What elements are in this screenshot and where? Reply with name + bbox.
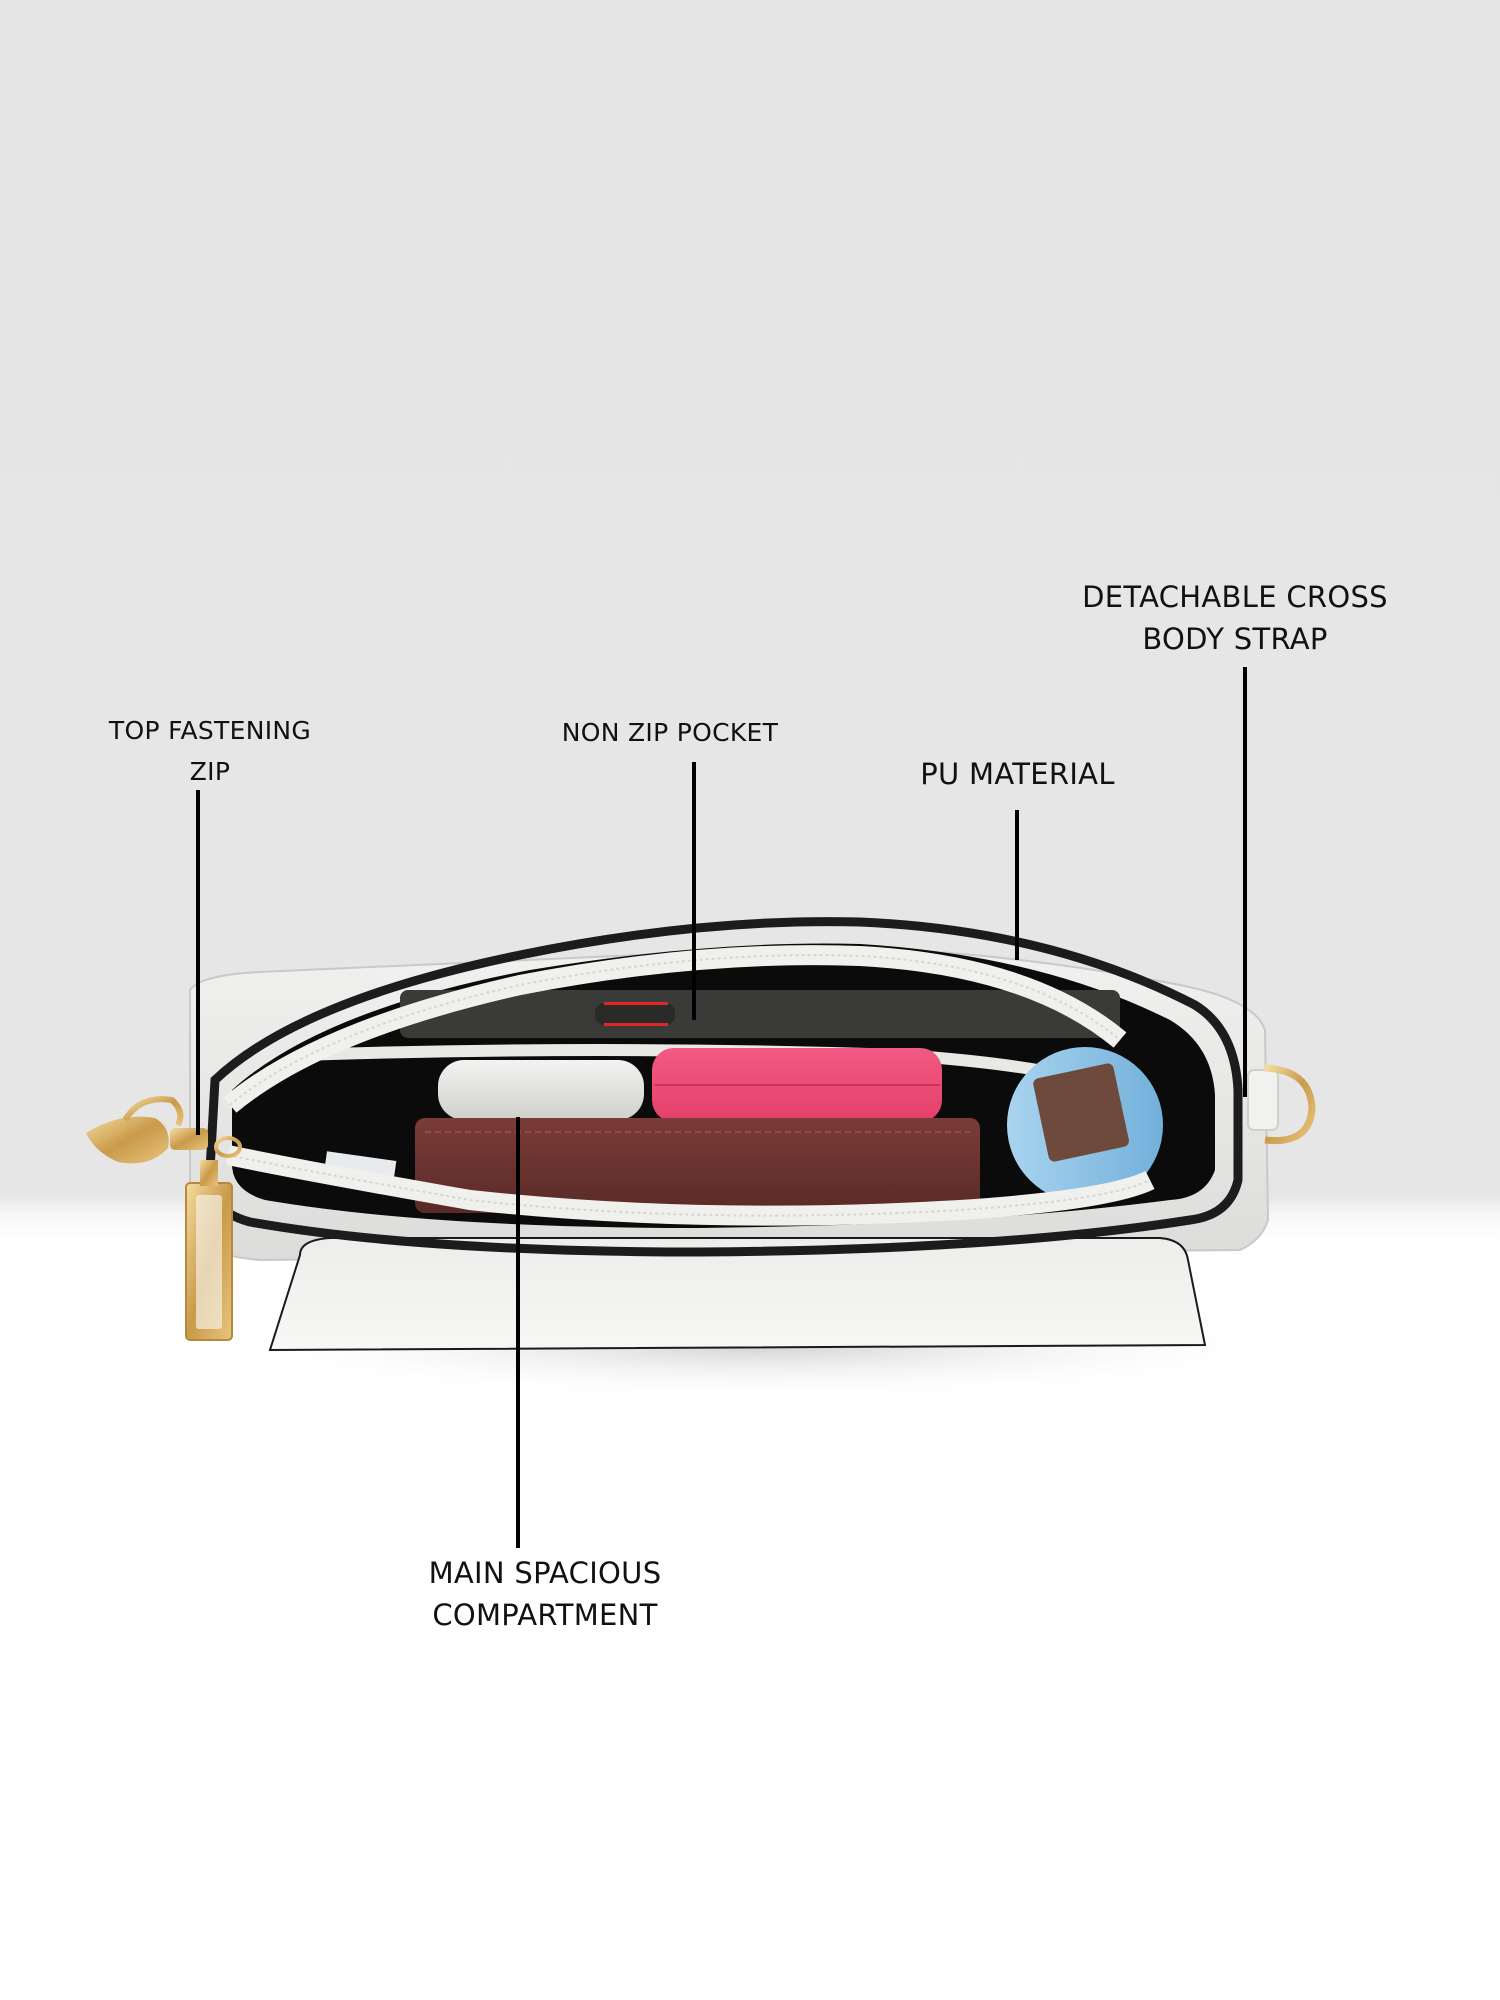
phone-button [595, 1003, 675, 1025]
zipper-slider [170, 1128, 208, 1150]
gold-end-cap [86, 1116, 169, 1164]
leader-line-pocket [692, 762, 696, 1020]
brown-bottle [1033, 1063, 1129, 1162]
bag-trim-top [205, 917, 1243, 1257]
strap-tab [1247, 1069, 1279, 1131]
callout-non-zip-pocket: NON ZIP POCKET [555, 716, 785, 750]
callout-top-fastening-zip: TOP FASTENING ZIP [100, 710, 320, 792]
leader-line-main [516, 1117, 520, 1548]
phone [400, 990, 1120, 1038]
d-ring-right [1264, 1064, 1316, 1145]
callout-text: TOP FASTENING [108, 716, 312, 745]
callout-text: NON ZIP POCKET [561, 718, 779, 747]
callout-text: DETACHABLE CROSS [1082, 580, 1388, 614]
callout-detachable-strap: DETACHABLE CROSS BODY STRAP [1070, 576, 1400, 660]
bag-front-flap [268, 1237, 1207, 1352]
zipper-tape-top [223, 945, 1127, 1113]
callout-text: MAIN SPACIOUS [428, 1556, 662, 1590]
callout-text: ZIP [189, 757, 231, 786]
callout-text: COMPARTMENT [432, 1598, 658, 1632]
callout-text: PU MATERIAL [920, 757, 1115, 791]
callout-main-compartment: MAIN SPACIOUS COMPARTMENT [400, 1552, 690, 1636]
callout-pu-material: PU MATERIAL [900, 754, 1135, 794]
callout-text: BODY STRAP [1142, 622, 1328, 656]
leader-line-pu [1015, 810, 1019, 960]
d-ring-left [122, 1096, 184, 1127]
white-compact [438, 1060, 644, 1120]
wallet [415, 1118, 980, 1213]
leader-line-strap [1243, 667, 1247, 1097]
leader-line-zip [196, 790, 200, 1135]
